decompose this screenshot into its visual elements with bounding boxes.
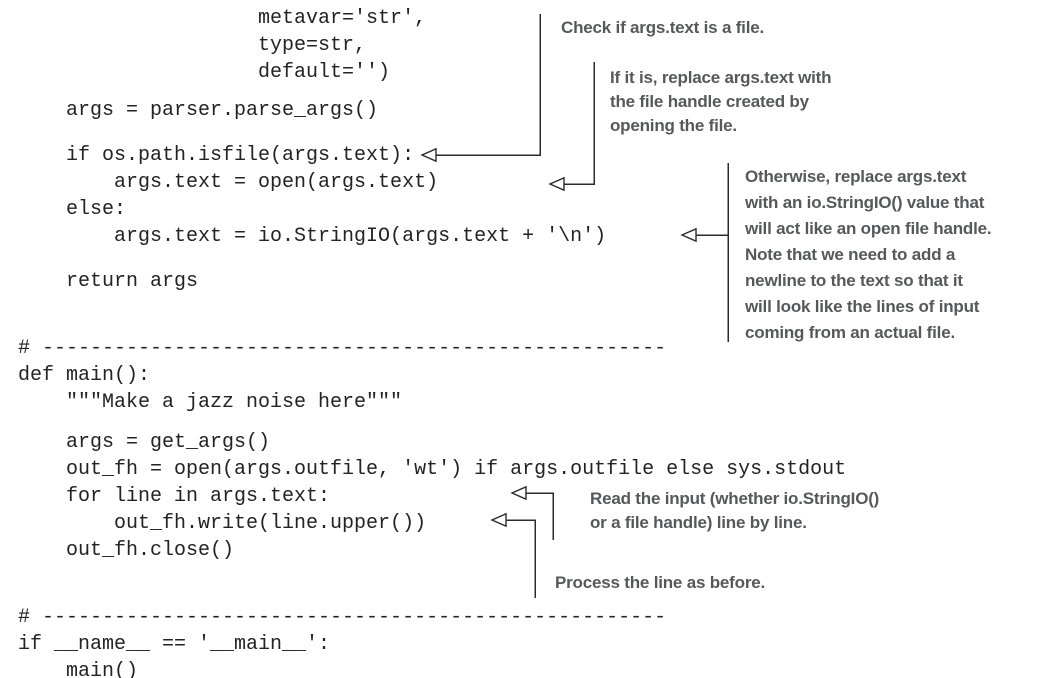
connector-otherwise-stringio (680, 163, 729, 342)
annotation-process-line: Process the line as before. (555, 573, 766, 592)
annotation-read-input: Read the input (whether io.StringIO() or… (590, 489, 880, 532)
code-segment-main-def: # --------------------------------------… (18, 337, 667, 414)
annotation-otherwise-stringio: Otherwise, replace args.text with an io.… (745, 167, 992, 342)
code-segment-main-body: args = get_args() out_fh = open(args.out… (66, 431, 847, 562)
code-segment-parse-args: args = parser.parse_args() (18, 99, 379, 122)
annotation-replace-with-file-handle: If it is, replace args.text with the fil… (610, 68, 832, 135)
code-segment-file-check: if os.path.isfile(args.text): args.text … (66, 144, 607, 248)
code-segment-return-args: return args (18, 270, 199, 293)
code-segment-argparse-continuation: metavar='str', type=str, default='') (258, 7, 427, 84)
connector-check-file (420, 14, 541, 163)
left-arrowhead-icon (680, 227, 697, 243)
code-segment-entrypoint: # --------------------------------------… (18, 606, 667, 678)
annotation-check-file: Check if args.text is a file. (561, 18, 765, 37)
